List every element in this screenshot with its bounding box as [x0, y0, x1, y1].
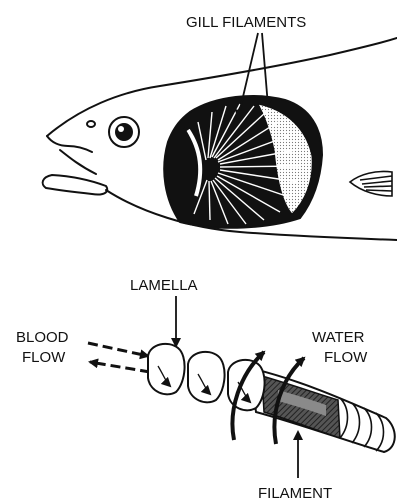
- lamellae: [148, 344, 265, 410]
- gill-filaments-label: GILL FILAMENTS: [186, 14, 306, 31]
- blood-flow-label-line1: BLOOD: [16, 329, 69, 346]
- blood-flow-label-line2: FLOW: [22, 349, 66, 366]
- lamella-plate-1: [148, 344, 185, 394]
- water-flow-label-line1: WATER: [312, 329, 365, 346]
- pectoral-fin: [350, 171, 392, 196]
- water-flow-label-line2: FLOW: [324, 349, 368, 366]
- fish-eye: [109, 117, 139, 147]
- filament-label: FILAMENT: [258, 485, 332, 502]
- fish-snout-outline: [47, 136, 92, 152]
- fish-lower-jaw-outline: [43, 175, 108, 195]
- blood-flow-arrows: [88, 343, 150, 372]
- lamella-plate-2: [188, 352, 225, 402]
- fish-nostril: [87, 121, 95, 127]
- gill-chamber: [164, 96, 322, 228]
- fish-mouth-line: [60, 150, 96, 174]
- lamella-label: LAMELLA: [130, 277, 198, 294]
